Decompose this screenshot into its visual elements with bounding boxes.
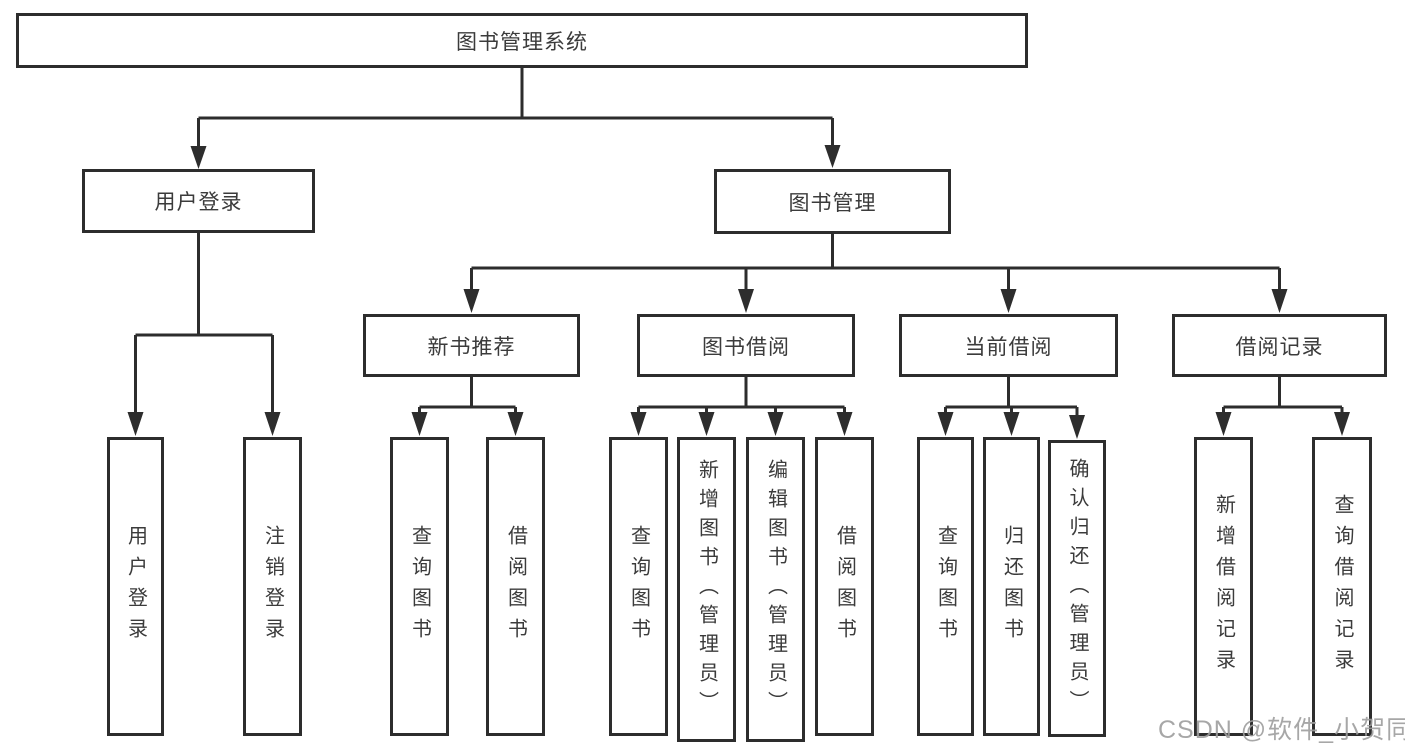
node-user-login: 用户登录 [82,169,315,233]
node-borrowing-records: 借阅记录 [1172,314,1387,377]
leaf-edit-books-admin: 编辑图书（管理员） [746,437,805,742]
leaf-query-books-3: 查询图书 [917,437,974,736]
leaf-confirm-return-admin: 确认归还（管理员） [1048,440,1106,737]
leaf-user-login: 用户登录 [107,437,164,736]
node-book-management-system: 图书管理系统 [16,13,1028,68]
leaf-query-books-1: 查询图书 [390,437,449,736]
csdn-watermark: CSDN @软件_小贺同学 [1158,716,1405,744]
node-book-borrowing: 图书借阅 [637,314,855,377]
leaf-logout: 注销登录 [243,437,302,736]
leaf-add-books-admin: 新增图书（管理员） [677,437,736,742]
node-book-management: 图书管理 [714,169,951,234]
leaf-query-borrow-record: 查询借阅记录 [1312,437,1372,736]
leaf-return-books: 归还图书 [983,437,1040,736]
leaf-add-borrow-record: 新增借阅记录 [1194,437,1253,736]
node-new-book-recommendation: 新书推荐 [363,314,580,377]
leaf-borrow-books-1: 借阅图书 [486,437,545,736]
node-current-borrowing: 当前借阅 [899,314,1118,377]
leaf-borrow-books-2: 借阅图书 [815,437,874,736]
leaf-query-books-2: 查询图书 [609,437,668,736]
